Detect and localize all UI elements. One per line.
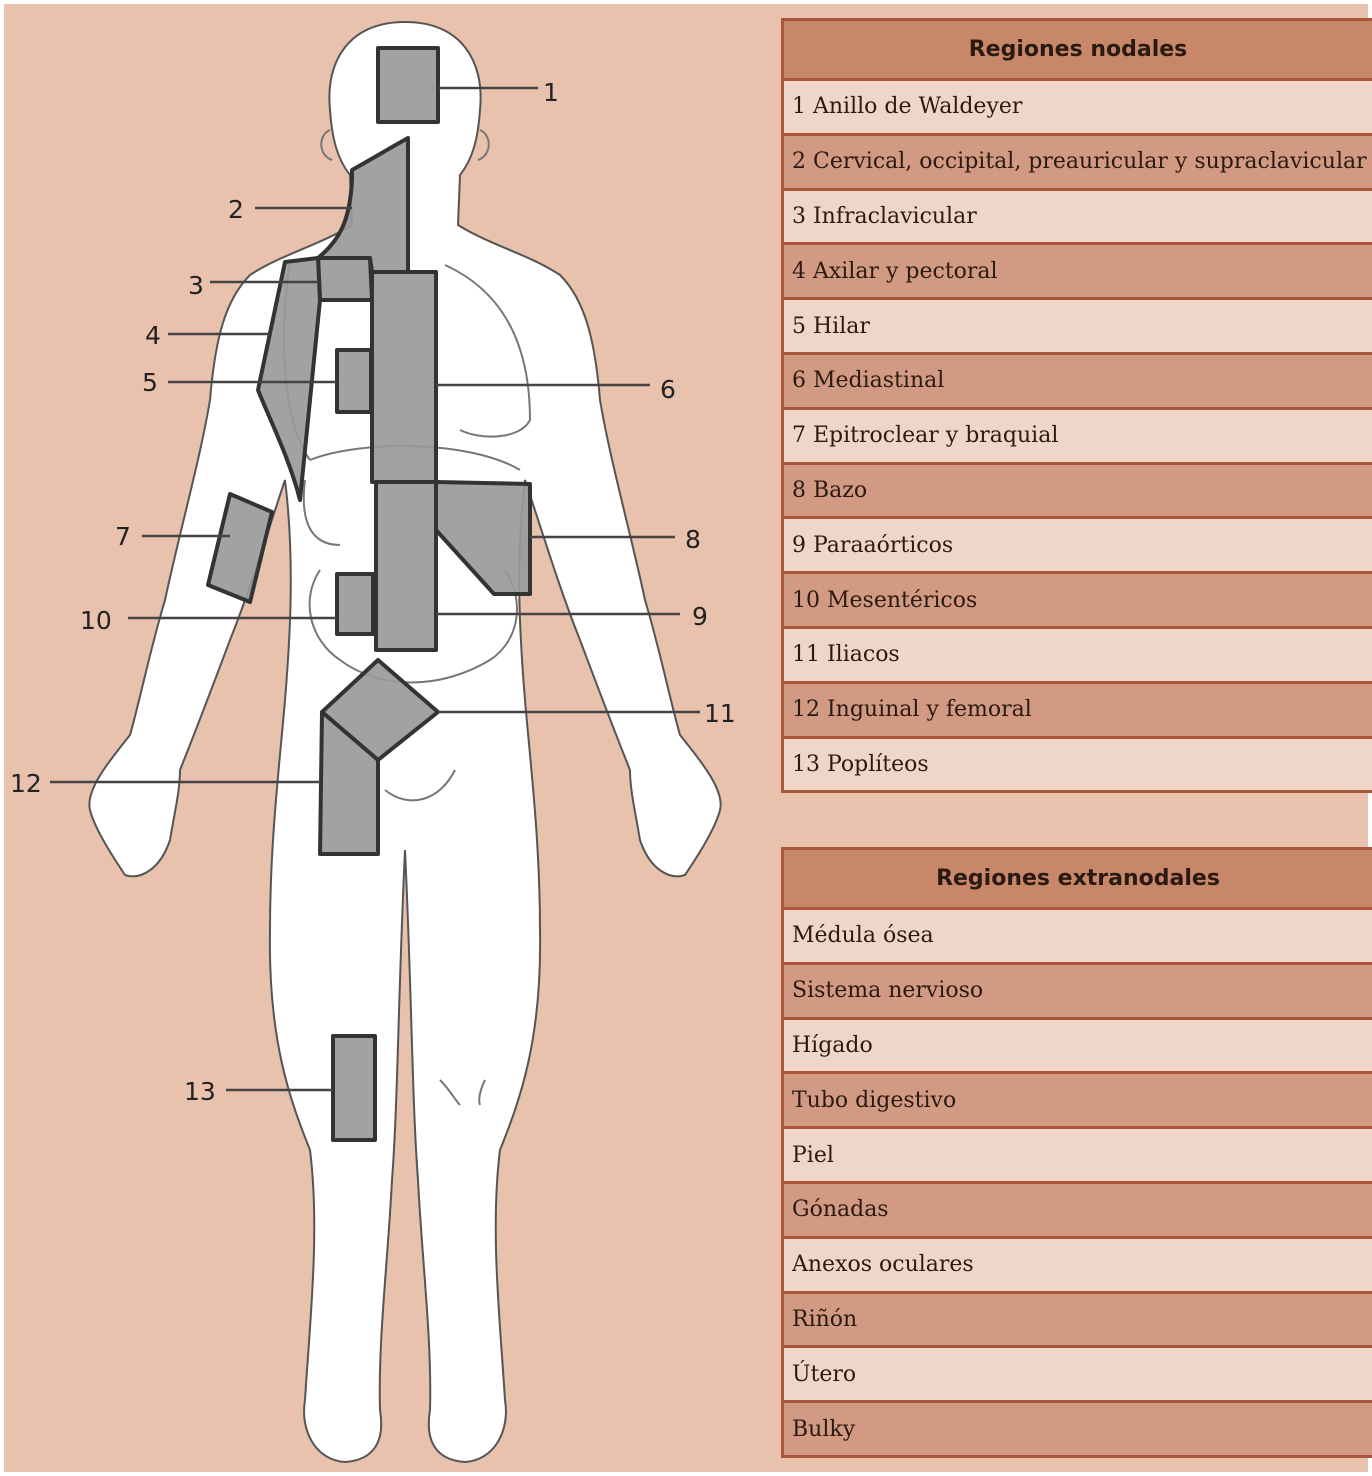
table-row: Hígado [784,1020,1372,1075]
region-6-mediastinal [372,272,436,482]
table-row: Médula ósea [784,910,1372,965]
callout-11: 11 [704,699,736,728]
callout-12: 12 [10,769,42,798]
table-row: Riñón [784,1294,1372,1349]
table-row: Bulky [784,1403,1372,1458]
callout-9: 9 [692,602,708,631]
region-13-popliteal [333,1036,375,1140]
table-row: 2 Cervical, occipital, preauricular y su… [784,136,1372,191]
callout-6: 6 [660,375,676,404]
table-row: Piel [784,1129,1372,1184]
table-row: 10 Mesentéricos [784,574,1372,629]
table-row: Anexos oculares [784,1239,1372,1294]
callout-7: 7 [115,522,131,551]
callout-5: 5 [142,368,158,397]
table-row: 6 Mediastinal [784,355,1372,410]
table-row: 7 Epitroclear y braquial [784,410,1372,465]
table-row: 4 Axilar y pectoral [784,245,1372,300]
body-diagram: 1 2 3 4 5 6 7 8 10 9 11 12 13 [4,4,774,1472]
region-5-hilar [337,350,371,412]
table-row: 12 Inguinal y femoral [784,684,1372,739]
table-row: 13 Poplíteos [784,739,1372,794]
figure-frame: 1 2 3 4 5 6 7 8 10 9 11 12 13 Regiones n… [4,4,1368,1472]
callout-2: 2 [228,195,244,224]
table-row: Útero [784,1348,1372,1403]
callout-8: 8 [685,525,701,554]
region-3-infraclavicular [318,258,372,300]
table-row: Sistema nervioso [784,965,1372,1020]
table-row: 8 Bazo [784,465,1372,520]
table-row: 11 Iliacos [784,629,1372,684]
nodal-table-header: Regiones nodales [784,21,1372,81]
extranodal-table-header: Regiones extranodales [784,850,1372,910]
table-row: Tubo digestivo [784,1074,1372,1129]
table-row: 5 Hilar [784,300,1372,355]
region-9-paraaortic [376,482,436,650]
callout-10: 10 [80,606,112,635]
callout-13: 13 [184,1077,216,1106]
callout-1: 1 [543,78,559,107]
table-row: 3 Infraclavicular [784,191,1372,246]
callout-4: 4 [145,321,161,350]
region-1-waldeyer [378,48,438,122]
table-row: 9 Paraaórticos [784,519,1372,574]
callout-3: 3 [188,271,204,300]
table-row: 1 Anillo de Waldeyer [784,81,1372,136]
table-row: Gónadas [784,1184,1372,1239]
region-10-mesenteric [337,574,373,634]
